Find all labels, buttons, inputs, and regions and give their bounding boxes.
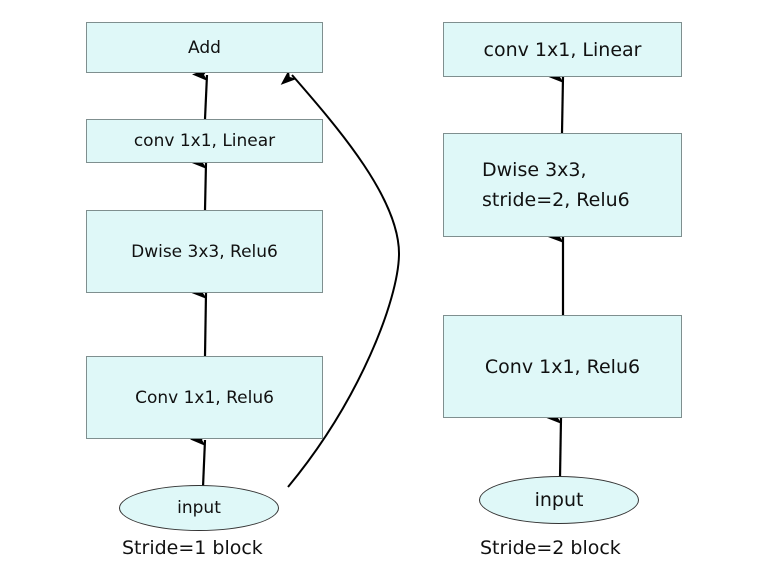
arrow-linear-to-add bbox=[192, 69, 209, 120]
residual-skip-connection bbox=[280, 69, 401, 488]
dwise-node: Dwise 3x3, Relu6 bbox=[86, 210, 323, 293]
input-node: input bbox=[119, 485, 279, 531]
add-node: Add bbox=[86, 22, 323, 73]
arrow-input-to-conv-right bbox=[546, 412, 563, 479]
conv-linear-node-right: conv 1x1, Linear bbox=[443, 22, 682, 77]
left-caption: Stride=1 block bbox=[122, 537, 263, 559]
arrow-conv-to-dwise bbox=[191, 287, 208, 357]
conv-relu-label: Conv 1x1, Relu6 bbox=[135, 387, 274, 408]
conv-relu-node-right: Conv 1x1, Relu6 bbox=[443, 315, 682, 418]
input-node-right: input bbox=[479, 476, 639, 524]
dwise-stride-node: Dwise 3x3, stride=2, Relu6 bbox=[443, 133, 682, 237]
add-node-label: Add bbox=[188, 37, 221, 58]
conv-linear-node: conv 1x1, Linear bbox=[86, 119, 323, 163]
arrow-dwise-to-linear-right bbox=[548, 71, 565, 134]
right-caption: Stride=2 block bbox=[480, 537, 621, 559]
conv-relu-label-right: Conv 1x1, Relu6 bbox=[484, 355, 641, 378]
conv-linear-label-right: conv 1x1, Linear bbox=[483, 38, 642, 61]
dwise-stride-label-line2: stride=2, Relu6 bbox=[482, 189, 630, 211]
arrow-input-to-conv bbox=[190, 434, 207, 488]
arrow-dwise-to-linear bbox=[191, 157, 208, 211]
dwise-label: Dwise 3x3, Relu6 bbox=[131, 241, 278, 262]
conv-linear-label: conv 1x1, Linear bbox=[133, 131, 276, 151]
conv-relu-node: Conv 1x1, Relu6 bbox=[86, 356, 323, 439]
input-label-right: input bbox=[534, 489, 584, 511]
input-label: input bbox=[177, 498, 221, 518]
dwise-stride-label-line1: Dwise 3x3, bbox=[482, 159, 587, 181]
